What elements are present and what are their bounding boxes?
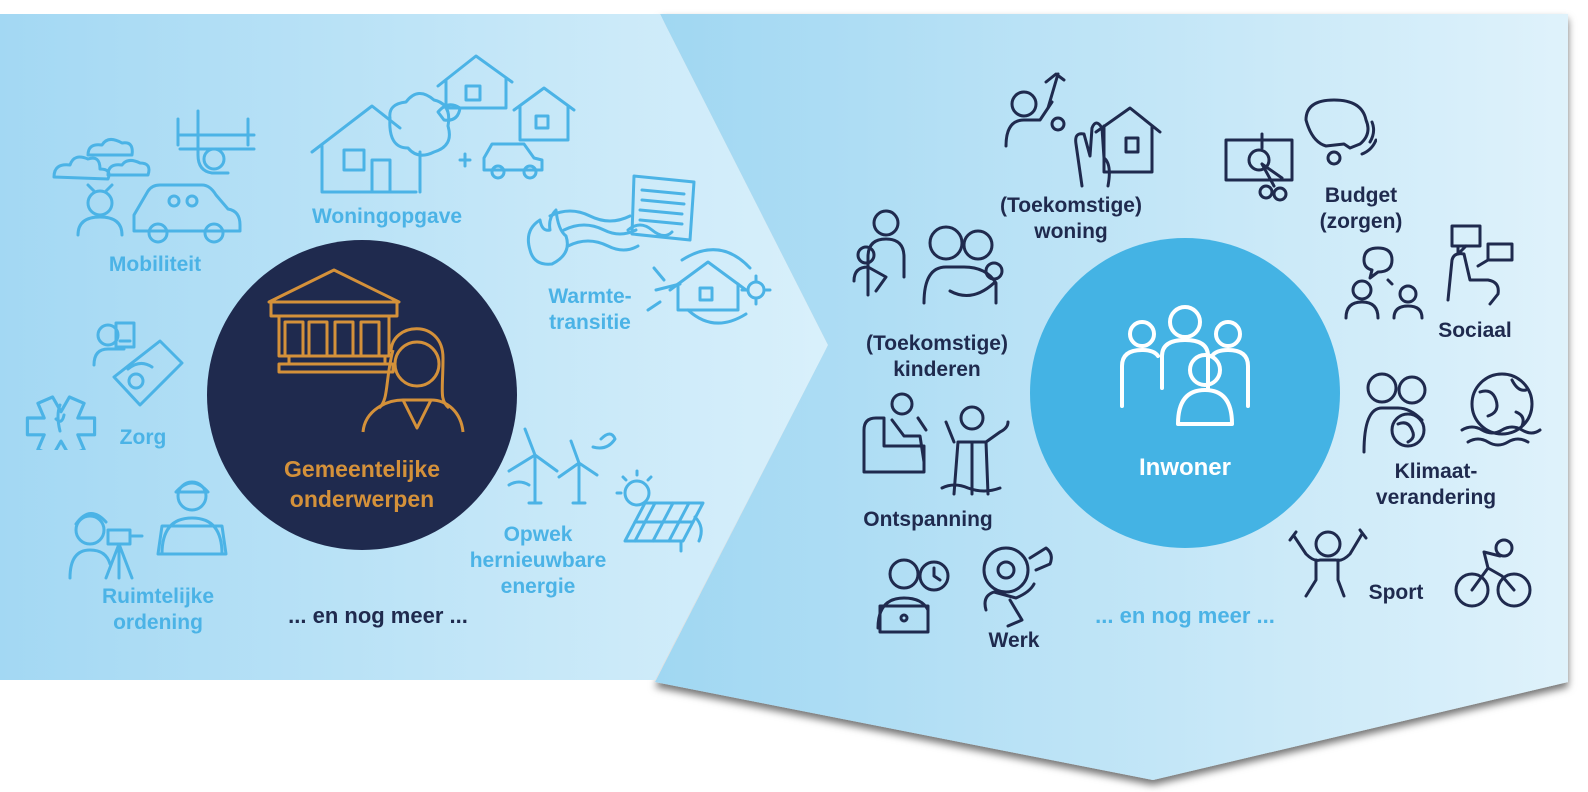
future-home-icon [1004,72,1162,188]
label-budget-line2: (zorgen) [1319,210,1403,233]
label-zorg: Zorg [119,426,167,449]
label-warmte-line1: Warmte- [548,285,632,308]
inwoner-circle: Inwoner [1030,238,1340,548]
label-opwek-line2: hernieuwbare [469,549,607,572]
label-budget-line1: Budget [1324,184,1398,207]
label-ruimtelijke-line1: Ruimtelijke [101,585,215,608]
town-hall-person-icon [267,268,465,433]
label-opwek-line3: energie [500,575,576,598]
label-opwek-line1: Opwek [503,523,573,546]
label-woning-line2: woning [1034,220,1108,243]
inwoner-title: Inwoner [1138,454,1231,481]
label-klimaat-line1: Klimaat- [1394,460,1478,483]
heat-transition-icon [526,174,772,325]
label-klimaat-line2: verandering [1375,486,1497,509]
label-sociaal: Sociaal [1438,319,1512,342]
label-kinderen-line1: (Toekomstige) [866,332,1008,355]
label-sport: Sport [1368,581,1424,604]
label-mobiliteit: Mobiliteit [108,253,202,276]
left-more-label: ... en nog meer ... [288,603,468,628]
label-werk: Werk [988,629,1040,652]
children-icon [852,209,1004,305]
mobility-icon [52,109,256,244]
label-warmte-line2: transitie [549,311,631,334]
housing-icon [310,54,576,194]
label-kinderen-line2: kinderen [893,358,981,381]
leisure-icon [862,392,1010,496]
spatial-planning-icon [68,480,228,580]
people-group-icon [1120,305,1250,426]
work-icon [876,546,1053,634]
label-ontspanning: Ontspanning [863,508,993,531]
gemeentelijke-circle: Gemeentelijke onderwerpen [207,240,517,550]
label-woningopgave: Woningopgave [311,205,463,228]
climate-icon [1362,372,1542,454]
right-more-label: ... en nog meer ... [1095,603,1275,628]
social-icon [1344,224,1514,320]
gemeentelijke-title-line2: onderwerpen [289,486,435,512]
label-ruimtelijke-line2: ordening [113,611,203,634]
renewable-energy-icon [507,427,705,553]
gemeentelijke-title-line1: Gemeentelijke [284,456,440,482]
care-icon [25,321,184,450]
sport-icon [1288,528,1532,608]
budget-icon [1224,98,1377,202]
label-woning-line1: (Toekomstige) [1000,194,1142,217]
